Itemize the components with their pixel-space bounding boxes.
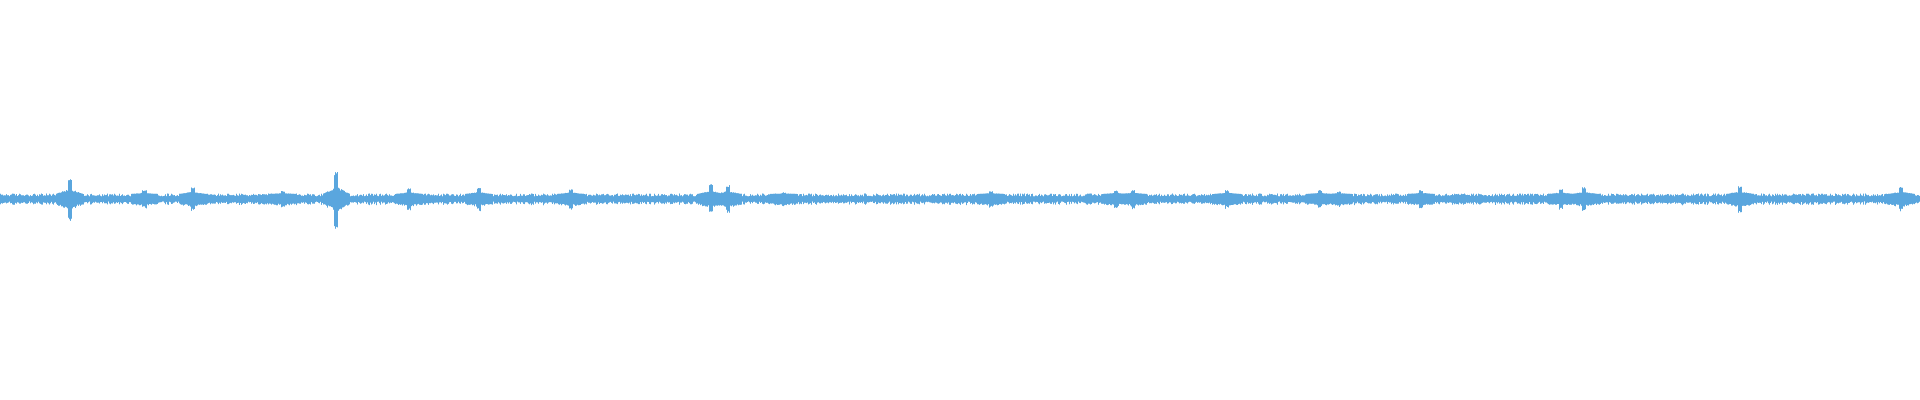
waveform-trace: [0, 172, 1920, 229]
waveform-path-group: [0, 172, 1920, 229]
